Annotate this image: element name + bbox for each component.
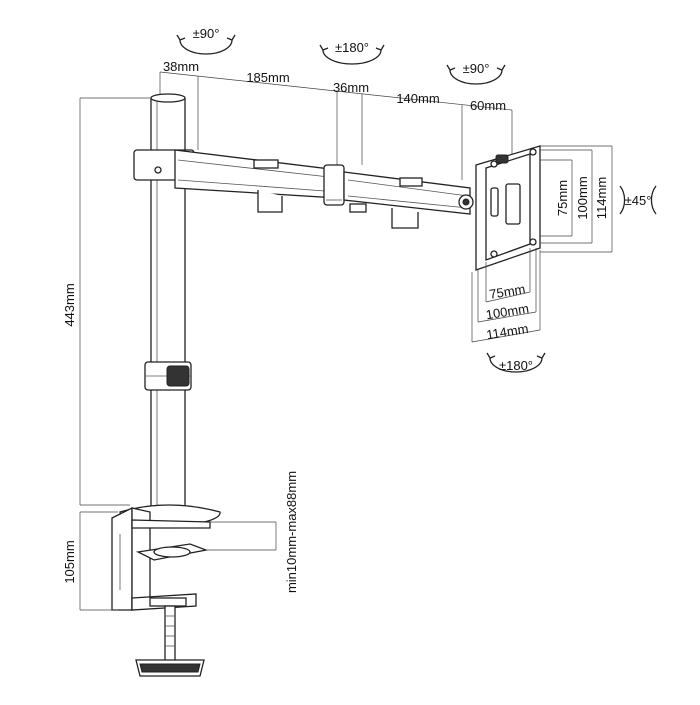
vesa-horizontal-label: 100mm [485,301,530,323]
vesa-vertical-label: 114mm [594,177,609,219]
rotation-arrow-icon [176,34,236,55]
desk-thickness-dimension-line [206,521,277,551]
tilt-rotation-label: ±45° [625,193,652,208]
base-pivot-rotation-label: ±90° [193,26,220,41]
rotation-arrow-icon [446,64,506,85]
vesa-horizontal-label: 75mm [488,281,526,301]
arm-segment-one [133,149,345,213]
arm-dim-label: 38mm [163,59,199,74]
desk-thickness-label: min10mm-max88mm [284,471,299,593]
vesa-vertical-label: 100mm [575,176,590,219]
arm-dim-label: 140mm [396,91,439,106]
arm-dim-label: 36mm [333,80,369,95]
arm-segment-two [343,171,474,229]
arm-dimension-lines [159,71,513,180]
pole-height-label: 443mm [62,283,77,326]
height-collar [144,361,192,391]
arm-dim-label: 60mm [470,98,506,113]
vesa-horizontal-dimension-lines [471,248,541,343]
swivel-rotation-label: ±180° [499,358,533,373]
head-pivot-rotation-label: ±90° [463,61,490,76]
clamp-height-dimension-line [79,511,118,611]
desk-clamp [111,504,221,677]
clamp-height-label: 105mm [62,540,77,583]
rotation-arrow-icon [319,44,385,65]
arm-dim-label: 185mm [246,70,289,85]
vesa-plate [475,145,541,271]
middle-pivot-rotation-label: ±180° [335,40,369,55]
rotation-arrow-icon [486,352,546,373]
rotation-arrow-icon [619,185,657,215]
pole-height-dimension-line [79,97,150,506]
vesa-horizontal-label: 114mm [485,321,529,342]
vesa-vertical-dimension-lines [540,145,613,253]
vesa-vertical-label: 75mm [555,180,570,216]
